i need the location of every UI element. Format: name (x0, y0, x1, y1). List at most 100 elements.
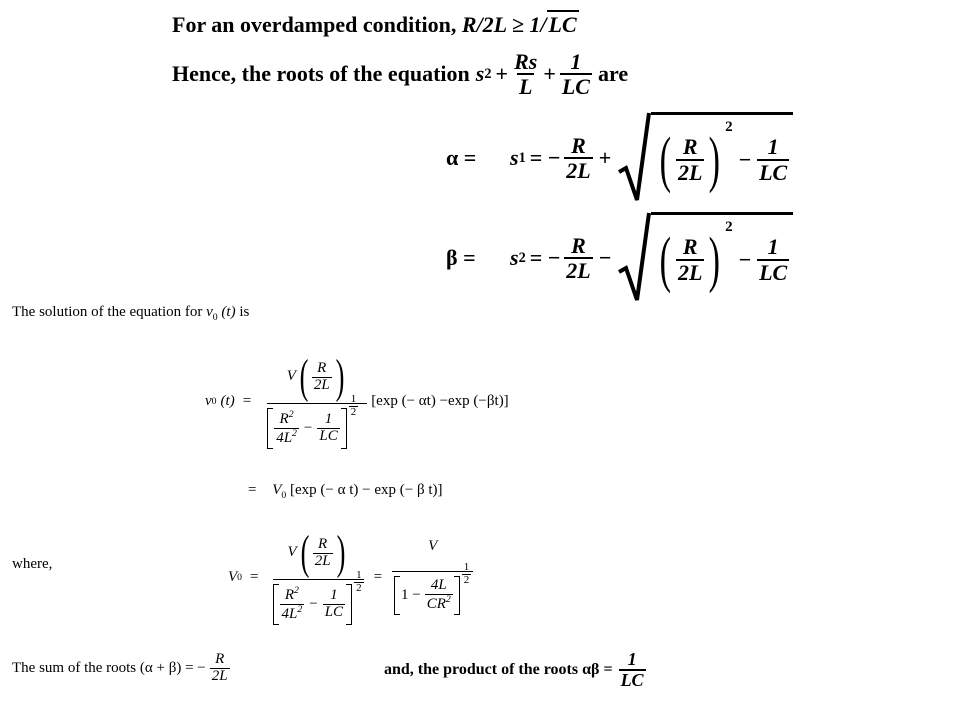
s1-symbol: s (510, 145, 519, 170)
one-over-lc-fraction: 1 LC (757, 234, 790, 285)
r-over-2l-fraction: R 2L (312, 536, 333, 570)
v0-simplified-line: = V0 [exp (− α t) − exp (− β t)] (248, 482, 443, 501)
minus-sign: − (738, 146, 752, 172)
condition-radicand: LC (546, 10, 579, 37)
one-over-lc-fraction: 1 LC (618, 650, 646, 690)
radicand: ( R 2L ) 2 − 1 LC (651, 212, 794, 304)
r2-over-4l2-fraction: R2 4L2 (279, 585, 305, 623)
parenthesized-fraction: ( R 2L ) (297, 529, 349, 577)
left-paren: ( (300, 526, 310, 580)
equals-minus: = − (529, 145, 561, 170)
frac-den: 2L (209, 667, 230, 684)
parenthesized-fraction: ( R 2L ) (655, 229, 725, 291)
square-exponent: 2 (725, 219, 733, 235)
s1-subscript: 1 (518, 149, 526, 166)
square-root: ( R 2L ) 2 − 1 LC (617, 112, 794, 204)
frac-num: R (682, 134, 698, 160)
beta-equation: β = s 2 = − R 2L − ( R 2L ) 2 − 1 LC (446, 212, 794, 304)
v0-argument: (t) (220, 392, 235, 409)
V0-symbol: V (272, 482, 282, 498)
parenthesized-fraction: ( R 2L ) (655, 129, 725, 191)
bracket-term: 1 − 4L CR2 (394, 576, 460, 615)
V0-main-fraction: V ( R 2L ) R2 4L2 − 1 LC (272, 529, 364, 625)
frac-den: 2L (675, 158, 705, 185)
frac-den: 2L (564, 257, 593, 283)
frac-den: 2 (354, 581, 364, 594)
simplified-V0-fraction: V 1 − 4L CR2 1 2 (392, 539, 474, 615)
v0-symbol: v (206, 304, 213, 320)
frac-den: LC (757, 258, 790, 285)
frac-num: 1 (330, 587, 338, 604)
product-of-roots-text: and, the product of the roots αβ = (384, 660, 613, 678)
frac-num: R (571, 232, 586, 258)
frac-den: 2L (675, 258, 705, 285)
V0-subscript: 0 (237, 571, 243, 583)
frac-den: 1 − 4L CR2 1 2 (392, 562, 474, 615)
frac-num: 1 (767, 234, 779, 260)
r-over-2l-fraction: R 2L (311, 360, 332, 394)
radical-sign-icon (618, 112, 652, 201)
radicand: ( R 2L ) 2 − 1 LC (651, 112, 794, 204)
frac-num: Rs (514, 49, 538, 74)
frac-den: LC (317, 428, 340, 444)
frac-num: R (571, 132, 586, 158)
one-over-lc-fraction: 1 LC (757, 135, 790, 184)
exponential-term: [exp (− αt) −exp (−βt)] (371, 392, 509, 409)
half-exponent: 1 2 (461, 561, 472, 586)
V0-symbol: V (228, 568, 238, 585)
frac-den: 2L (564, 157, 593, 183)
v0-argument: (t) (221, 304, 236, 320)
minus-sign: − (309, 595, 318, 612)
overdamped-condition-line: For an overdamped condition, R/2L ≥ 1/LC (172, 10, 579, 38)
roots-intro-prefix: Hence, the roots of the equation (172, 61, 470, 87)
frac-num: 4L (430, 577, 447, 594)
frac-den: R2 4L2 − 1 LC 1 2 (272, 570, 364, 625)
parenthesized-fraction: ( R 2L ) (296, 353, 348, 401)
frac-num: V ( R 2L ) (286, 529, 351, 579)
V0-subscript: 0 (281, 490, 287, 501)
equals-minus: = − (529, 245, 561, 270)
bracket-term: R2 4L2 − 1 LC (272, 584, 353, 625)
sum-of-roots-line: The sum of the roots (α + β) = − R 2L (12, 651, 230, 685)
beta-label: β = (446, 245, 476, 270)
r-over-2l-fraction: R 2L (209, 651, 230, 685)
square-root: ( R 2L ) 2 − 1 LC (617, 212, 794, 304)
r-over-2l-fraction: R 2L (564, 232, 593, 283)
frac-num: R2 (284, 585, 299, 604)
one-over-lc-fraction: 1 LC (559, 49, 592, 100)
product-of-roots-line: and, the product of the roots αβ = 1 LC (384, 650, 646, 690)
s2-symbol: s (510, 245, 519, 270)
equation-s: s (475, 61, 485, 87)
minus-sign: − (598, 245, 612, 270)
voltage-v: V (286, 368, 296, 385)
frac-den: LC (559, 73, 592, 100)
frac-num: 1 (463, 561, 470, 574)
frac-num: 1 (570, 49, 582, 74)
frac-den: 2L (312, 552, 333, 569)
voltage-v: V (287, 544, 297, 561)
frac-den: LC (322, 604, 346, 620)
frac-num: R2 (279, 409, 294, 428)
one-minus: 1 − (401, 586, 421, 603)
minus-sign: − (738, 246, 752, 272)
equals-sign: = (250, 568, 259, 585)
frac-den: 2L (311, 376, 332, 393)
solution-intro-is: is (239, 304, 250, 320)
right-paren: ) (336, 526, 345, 580)
r2-over-4l2-fraction: R2 4L2 (274, 410, 299, 447)
where-label: where, (12, 556, 53, 572)
alpha-label: α = (446, 145, 477, 170)
right-paren: ) (709, 125, 721, 194)
right-paren: ) (709, 225, 721, 294)
4l-over-cr2-fraction: 4L CR2 (424, 577, 453, 613)
frac-num: R (318, 536, 328, 552)
frac-den: R2 4L2 − 1 LC 1 2 (267, 394, 368, 449)
frac-den: 4L2 (274, 428, 299, 446)
left-paren: ( (299, 350, 309, 404)
one-over-lc-fraction: 1 LC (322, 587, 346, 621)
frac-den: L (516, 73, 535, 100)
equation-s-exponent: 2 (484, 65, 492, 82)
